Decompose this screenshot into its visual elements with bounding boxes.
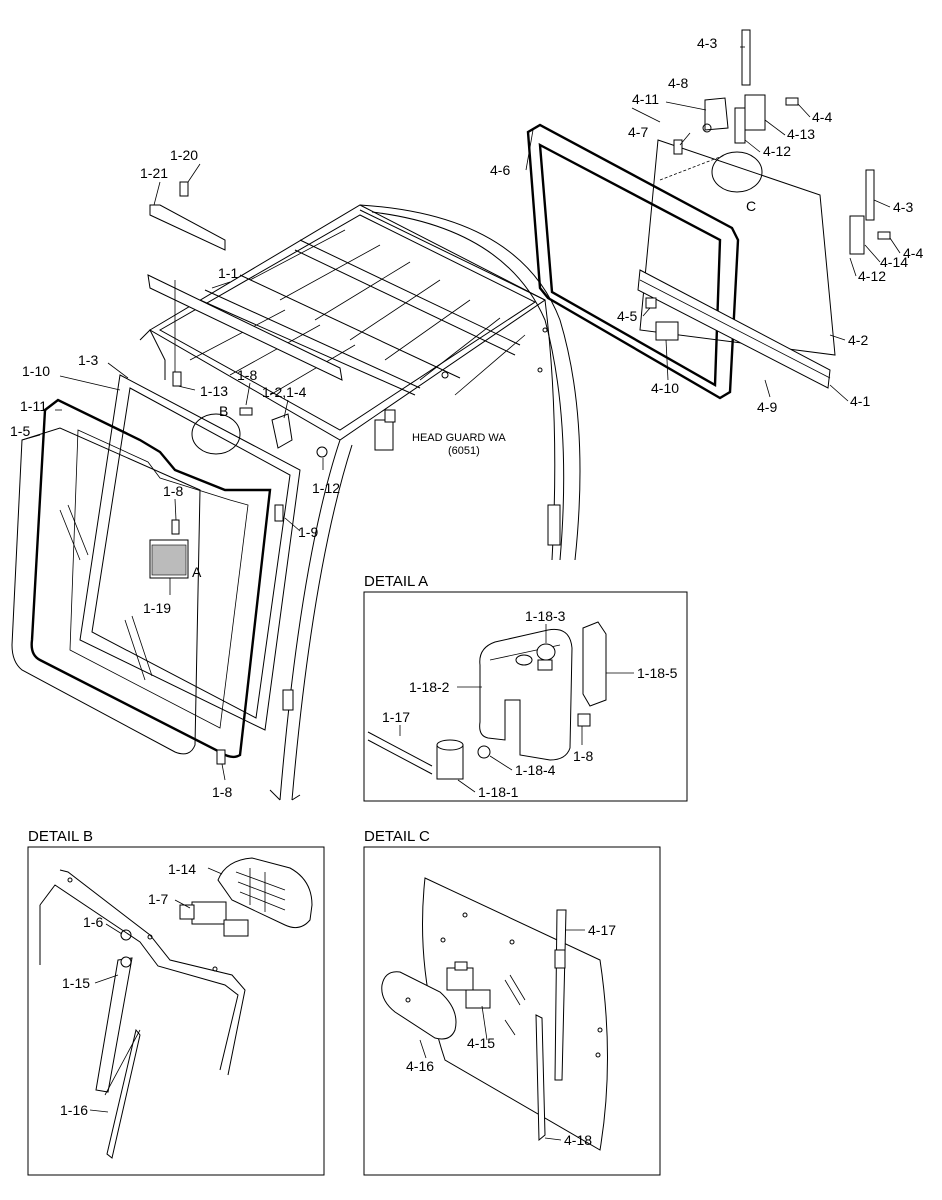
head-guard-frame: [139, 204, 581, 801]
label-4-12a: 4-12: [763, 143, 791, 159]
detail-b-title: DETAIL B: [28, 828, 93, 845]
label-4-7: 4-7: [628, 124, 648, 140]
callout-C: C: [746, 198, 756, 214]
label-1-18-4: 1-18-4: [515, 762, 556, 778]
label-4-5: 4-5: [617, 308, 637, 324]
detail-c-title: DETAIL C: [364, 828, 430, 845]
label-1-7: 1-7: [148, 891, 168, 907]
label-4-3b: 4-3: [893, 199, 913, 215]
detail-b-labels: 1-14 1-7 1-6 1-15 1-16: [60, 861, 196, 1118]
label-1-21: 1-21: [140, 165, 168, 181]
head-guard-code: (6051): [448, 445, 480, 457]
label-4-11: 4-11: [632, 91, 659, 107]
label-1-17: 1-17: [382, 709, 410, 725]
label-1-6b: 1-6: [83, 914, 103, 930]
label-1-19: 1-19: [143, 600, 171, 616]
main-labels: 1-20 1-21 1-1 1-3 1-10 1-11 1-5 1-13 1-8…: [10, 35, 923, 800]
label-4-6: 4-6: [490, 162, 510, 178]
label-4-12b: 4-12: [858, 268, 886, 284]
label-1-2-1-4: 1-2,1-4: [262, 384, 307, 400]
label-4-14: 4-14: [880, 254, 908, 270]
label-1-11: 1-11: [20, 398, 47, 414]
label-4-4b: 4-4: [903, 245, 923, 261]
label-1-3: 1-3: [78, 352, 98, 368]
label-1-15: 1-15: [62, 975, 90, 991]
label-4-3a: 4-3: [697, 35, 717, 51]
label-4-8: 4-8: [668, 75, 688, 91]
leader-lines: [21, 46, 901, 781]
label-4-1: 4-1: [850, 393, 870, 409]
head-guard-label: HEAD GUARD WA: [412, 432, 506, 444]
detail-c-labels: 4-17 4-15 4-16 4-18: [406, 922, 616, 1148]
label-4-2: 4-2: [848, 332, 868, 348]
label-1-18-1: 1-18-1: [478, 784, 519, 800]
bolt-1-8c: [216, 749, 226, 765]
label-1-1: 1-1: [218, 265, 238, 281]
label-1-14: 1-14: [168, 861, 196, 877]
label-1-8d: 1-8: [573, 748, 593, 764]
label-1-18-3: 1-18-3: [525, 608, 566, 624]
detail-b-box: [27, 846, 325, 1176]
label-1-20: 1-20: [170, 147, 198, 163]
bolt-1-13: [172, 371, 182, 387]
label-4-4a: 4-4: [812, 109, 832, 125]
label-1-9: 1-9: [298, 524, 318, 540]
label-1-18-2: 1-18-2: [409, 679, 450, 695]
detail-a-title: DETAIL A: [364, 573, 428, 590]
label-1-8a: 1-8: [237, 367, 257, 383]
rear-window-assembly: [526, 29, 891, 400]
label-4-15: 4-15: [467, 1035, 495, 1051]
detail-a-labels: 1-18-3 1-18-2 1-18-5 1-17 1-18-4 1-8 1-1…: [382, 608, 678, 800]
label-1-10: 1-10: [22, 363, 50, 379]
label-4-13: 4-13: [787, 126, 815, 142]
label-4-10: 4-10: [651, 380, 679, 396]
label-1-8b: 1-8: [163, 483, 183, 499]
label-4-9: 4-9: [757, 399, 777, 415]
label-1-12: 1-12: [312, 480, 340, 496]
front-window-assembly: [11, 374, 328, 765]
label-1-8c: 1-8: [212, 784, 232, 800]
detail-c-box: [363, 846, 661, 1176]
part-1-21-bracket: [149, 181, 226, 251]
label-1-5: 1-5: [10, 423, 30, 439]
label-1-13: 1-13: [200, 383, 228, 399]
label-4-16: 4-16: [406, 1058, 434, 1074]
label-1-16: 1-16: [60, 1102, 88, 1118]
label-4-18: 4-18: [564, 1132, 592, 1148]
label-4-17: 4-17: [588, 922, 616, 938]
callout-B: B: [219, 403, 228, 419]
bolt-1-8b: [274, 504, 284, 522]
detail-a-box: [363, 591, 688, 802]
callout-A: A: [192, 564, 202, 580]
label-1-18-5: 1-18-5: [637, 665, 678, 681]
